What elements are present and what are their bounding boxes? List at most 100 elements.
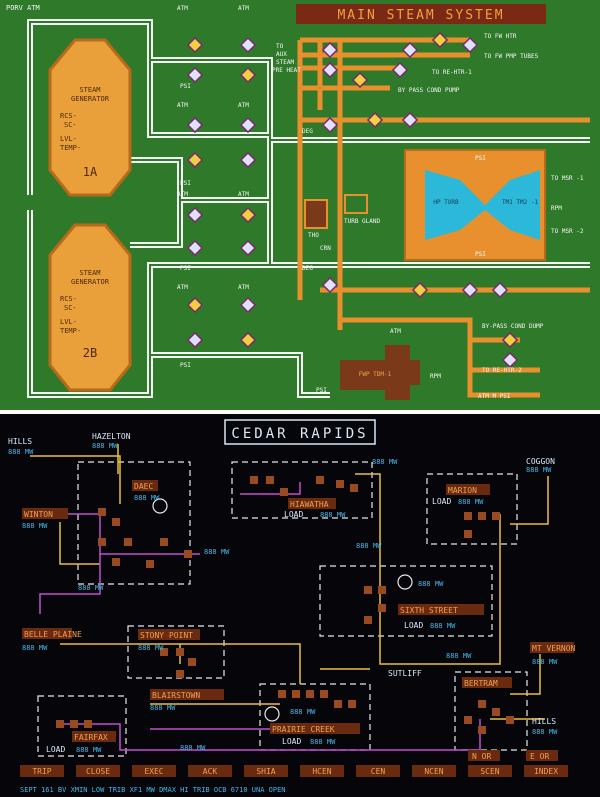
valve-icon[interactable]	[239, 239, 257, 257]
breaker-icon[interactable]	[146, 560, 154, 568]
command-button-cen[interactable]: CEN	[371, 767, 386, 776]
breaker-icon[interactable]	[176, 648, 184, 656]
breaker-icon[interactable]	[464, 530, 472, 538]
valve-icon[interactable]	[366, 111, 384, 129]
breaker-icon[interactable]	[112, 558, 120, 566]
breaker-icon[interactable]	[336, 480, 344, 488]
valve-icon[interactable]	[186, 116, 204, 134]
command-button-close[interactable]: CLOSE	[86, 767, 110, 776]
gen-symbol-daec[interactable]	[152, 498, 168, 514]
gen-symbol-sixth[interactable]	[397, 574, 413, 590]
valve-icon[interactable]	[239, 66, 257, 84]
breaker-icon[interactable]	[160, 538, 168, 546]
breaker-icon[interactable]	[378, 604, 386, 612]
breaker-icon[interactable]	[278, 690, 286, 698]
breaker-icon[interactable]	[124, 538, 132, 546]
breaker-icon[interactable]	[350, 484, 358, 492]
breaker-icon[interactable]	[188, 658, 196, 666]
breaker-icon[interactable]	[316, 476, 324, 484]
valve-icon[interactable]	[321, 41, 339, 59]
valve-icon[interactable]	[186, 36, 204, 54]
valve-icon[interactable]	[411, 281, 429, 299]
breaker-icon[interactable]	[98, 508, 106, 516]
command-button-bg[interactable]	[412, 765, 456, 777]
valve-icon[interactable]	[401, 41, 419, 59]
valve-icon[interactable]	[351, 71, 369, 89]
side-button-bg-2[interactable]	[526, 750, 558, 761]
command-button-bg[interactable]	[76, 765, 120, 777]
breaker-icon[interactable]	[292, 690, 300, 698]
valve-icon[interactable]	[239, 206, 257, 224]
breaker-icon[interactable]	[98, 538, 106, 546]
station-hiawatha[interactable]: HIAWATHA	[290, 500, 329, 509]
command-button-hcen[interactable]: HCEN	[312, 767, 331, 776]
command-button-bg[interactable]	[188, 765, 232, 777]
valve-icon[interactable]	[186, 296, 204, 314]
breaker-icon[interactable]	[320, 690, 328, 698]
gen-symbol-prairie[interactable]	[264, 706, 280, 722]
breaker-icon[interactable]	[492, 512, 500, 520]
station-fairfax[interactable]: FAIRFAX	[74, 733, 108, 742]
command-button-bg[interactable]	[356, 765, 400, 777]
valve-icon[interactable]	[239, 331, 257, 349]
breaker-icon[interactable]	[506, 716, 514, 724]
command-button-ack[interactable]: ACK	[203, 767, 218, 776]
breaker-icon[interactable]	[478, 726, 486, 734]
breaker-icon[interactable]	[56, 720, 64, 728]
breaker-icon[interactable]	[70, 720, 78, 728]
command-button-exec[interactable]: EXEC	[144, 767, 163, 776]
command-button-index[interactable]: INDEX	[534, 767, 558, 776]
station-mt-vernon[interactable]: MT VERNON	[532, 644, 576, 653]
command-button-bg[interactable]	[300, 765, 344, 777]
valve-icon[interactable]	[491, 281, 509, 299]
valve-icon[interactable]	[431, 31, 449, 49]
breaker-icon[interactable]	[266, 476, 274, 484]
command-button-shia[interactable]: SHIA	[256, 767, 275, 776]
valve-icon[interactable]	[321, 276, 339, 294]
station-marion[interactable]: MARION	[448, 486, 477, 495]
station-bertram[interactable]: BERTRAM	[464, 679, 498, 688]
breaker-icon[interactable]	[378, 586, 386, 594]
breaker-icon[interactable]	[478, 700, 486, 708]
breaker-icon[interactable]	[478, 512, 486, 520]
breaker-icon[interactable]	[84, 720, 92, 728]
fwp-pump[interactable]	[340, 345, 420, 400]
station-blairstown[interactable]: BLAIRSTOWN	[152, 691, 200, 700]
valve-icon[interactable]	[186, 66, 204, 84]
command-button-bg[interactable]	[132, 765, 176, 777]
breaker-icon[interactable]	[250, 476, 258, 484]
valve-icon[interactable]	[239, 36, 257, 54]
command-button-bg[interactable]	[468, 765, 512, 777]
station-winton[interactable]: WINTON	[24, 510, 53, 519]
station-daec[interactable]: DAEC	[134, 482, 153, 491]
breaker-icon[interactable]	[364, 616, 372, 624]
command-button-bg[interactable]	[524, 765, 568, 777]
valve-icon[interactable]	[501, 331, 519, 349]
station-belle-plaine[interactable]: BELLE PLAINE	[24, 630, 82, 639]
valve-icon[interactable]	[186, 331, 204, 349]
breaker-icon[interactable]	[306, 690, 314, 698]
breaker-icon[interactable]	[364, 586, 372, 594]
valve-icon[interactable]	[461, 281, 479, 299]
breaker-icon[interactable]	[280, 488, 288, 496]
button-e-or[interactable]: E OR	[530, 752, 549, 761]
breaker-icon[interactable]	[492, 708, 500, 716]
valve-icon[interactable]	[239, 116, 257, 134]
command-button-trip[interactable]: TRIP	[32, 767, 51, 776]
valve-icon[interactable]	[321, 116, 339, 134]
station-sixth-street[interactable]: SIXTH STREET	[400, 606, 458, 615]
valve-icon[interactable]	[401, 111, 419, 129]
station-stony-point[interactable]: STONY POINT	[140, 631, 193, 640]
breaker-icon[interactable]	[464, 512, 472, 520]
valve-icon[interactable]	[239, 296, 257, 314]
breaker-icon[interactable]	[176, 670, 184, 678]
command-button-bg[interactable]	[244, 765, 288, 777]
valve-icon[interactable]	[186, 151, 204, 169]
side-button-bg-1[interactable]	[468, 750, 500, 761]
valve-icon[interactable]	[186, 239, 204, 257]
valve-icon[interactable]	[321, 61, 339, 79]
breaker-icon[interactable]	[160, 648, 168, 656]
breaker-icon[interactable]	[112, 518, 120, 526]
turbine-rotor[interactable]	[425, 170, 540, 240]
breaker-icon[interactable]	[184, 550, 192, 558]
